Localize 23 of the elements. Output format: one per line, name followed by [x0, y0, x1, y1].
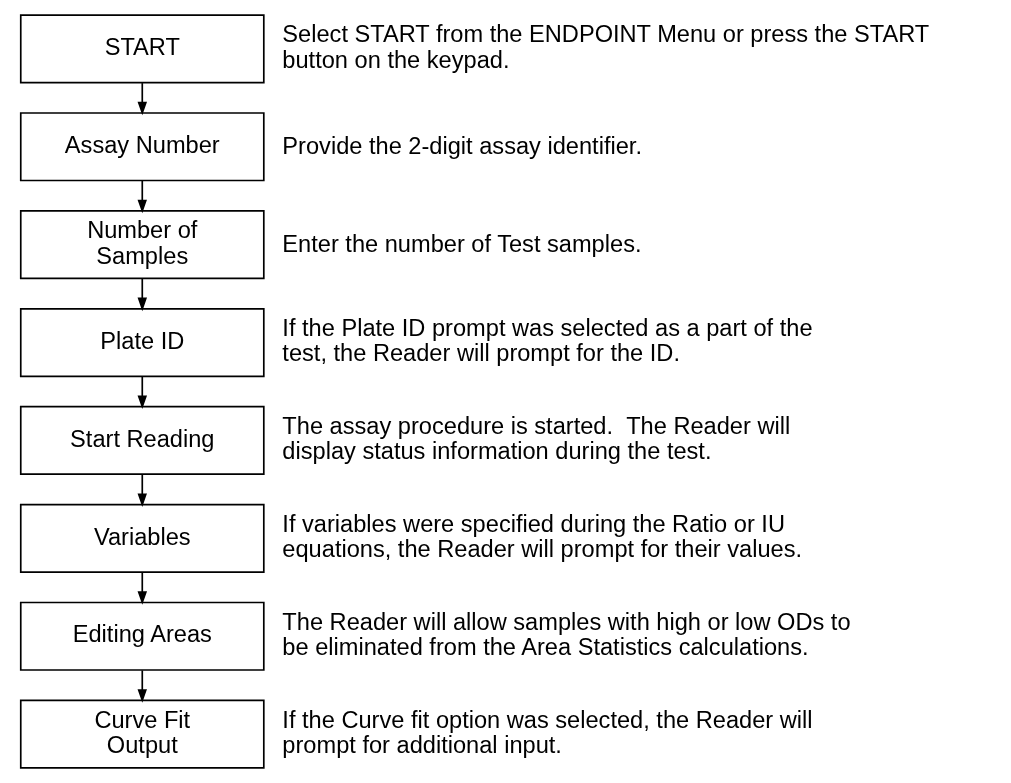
node-label: Enter the number of Test samples. — [281, 230, 641, 257]
node-label: If variables were specified during the Ratio or IU equations, the Reader will prompt for their values. — [281, 510, 802, 563]
arrow — [137, 180, 147, 214]
arrow — [137, 375, 147, 410]
node-box: Number of Samples — [19, 210, 265, 280]
node-box: START — [19, 14, 265, 84]
node-label: If the Plate ID prompt was selected as a part of the test, the Reader will prompt for the ID. — [281, 315, 813, 367]
node-box: Editing Areas — [19, 601, 265, 671]
node-label: Select START from the ENDPOINT Menu or press the START button on the keypad. — [281, 21, 929, 73]
node-label: Provide the 2-digit assay identifier. — [281, 132, 642, 159]
arrow — [137, 669, 147, 703]
arrow — [137, 571, 147, 605]
node-box: Assay Number — [19, 112, 265, 182]
arrow — [137, 278, 147, 312]
node-box: Start Reading — [19, 405, 265, 476]
arrow — [137, 82, 147, 116]
node-label: If the Curve fit option was selected, the Reader will prompt for additional input. — [281, 706, 813, 759]
arrow — [137, 473, 147, 507]
node-box: Plate ID — [19, 307, 265, 378]
node-label: The Reader will allow samples with high or low ODs to be eliminated from the Area Statistics calculations. — [281, 608, 851, 661]
node-box: Curve Fit Output — [19, 699, 265, 769]
node-label: The assay procedure is started. The Reader will display status information during the test. — [281, 413, 790, 465]
node-box: Variables — [19, 503, 265, 573]
